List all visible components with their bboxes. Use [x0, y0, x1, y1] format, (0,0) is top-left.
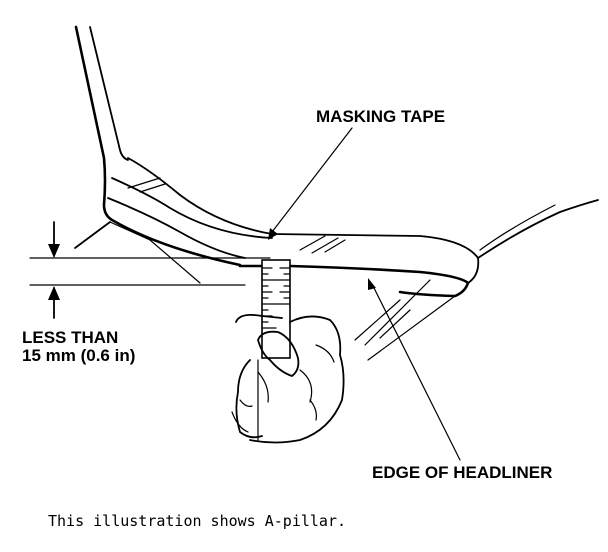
masking-tape-label: MASKING TAPE — [316, 107, 445, 126]
less-than-label-line2: 15 mm (0.6 in) — [22, 346, 135, 365]
less-than-label-line1: LESS THAN — [22, 328, 118, 347]
leader-lines — [268, 127, 461, 461]
dimension-arrows — [48, 221, 60, 319]
ruler — [261, 259, 291, 359]
headliner-arrowhead-icon — [368, 278, 376, 290]
edge-of-headliner-label: EDGE OF HEADLINER — [372, 463, 552, 482]
caption-text: This illustration shows A-pillar. — [48, 512, 346, 530]
hand-illustration — [231, 313, 345, 444]
a-pillar-outline — [74, 25, 480, 284]
masking-tape-strip — [107, 177, 346, 259]
arrow-up-icon — [48, 286, 60, 300]
pillar-base-lines — [74, 221, 201, 284]
windshield-lines — [354, 199, 599, 361]
headliner-edge — [29, 257, 470, 298]
masking-tape-arrowhead-icon — [268, 228, 278, 240]
arrow-down-icon — [48, 244, 60, 258]
